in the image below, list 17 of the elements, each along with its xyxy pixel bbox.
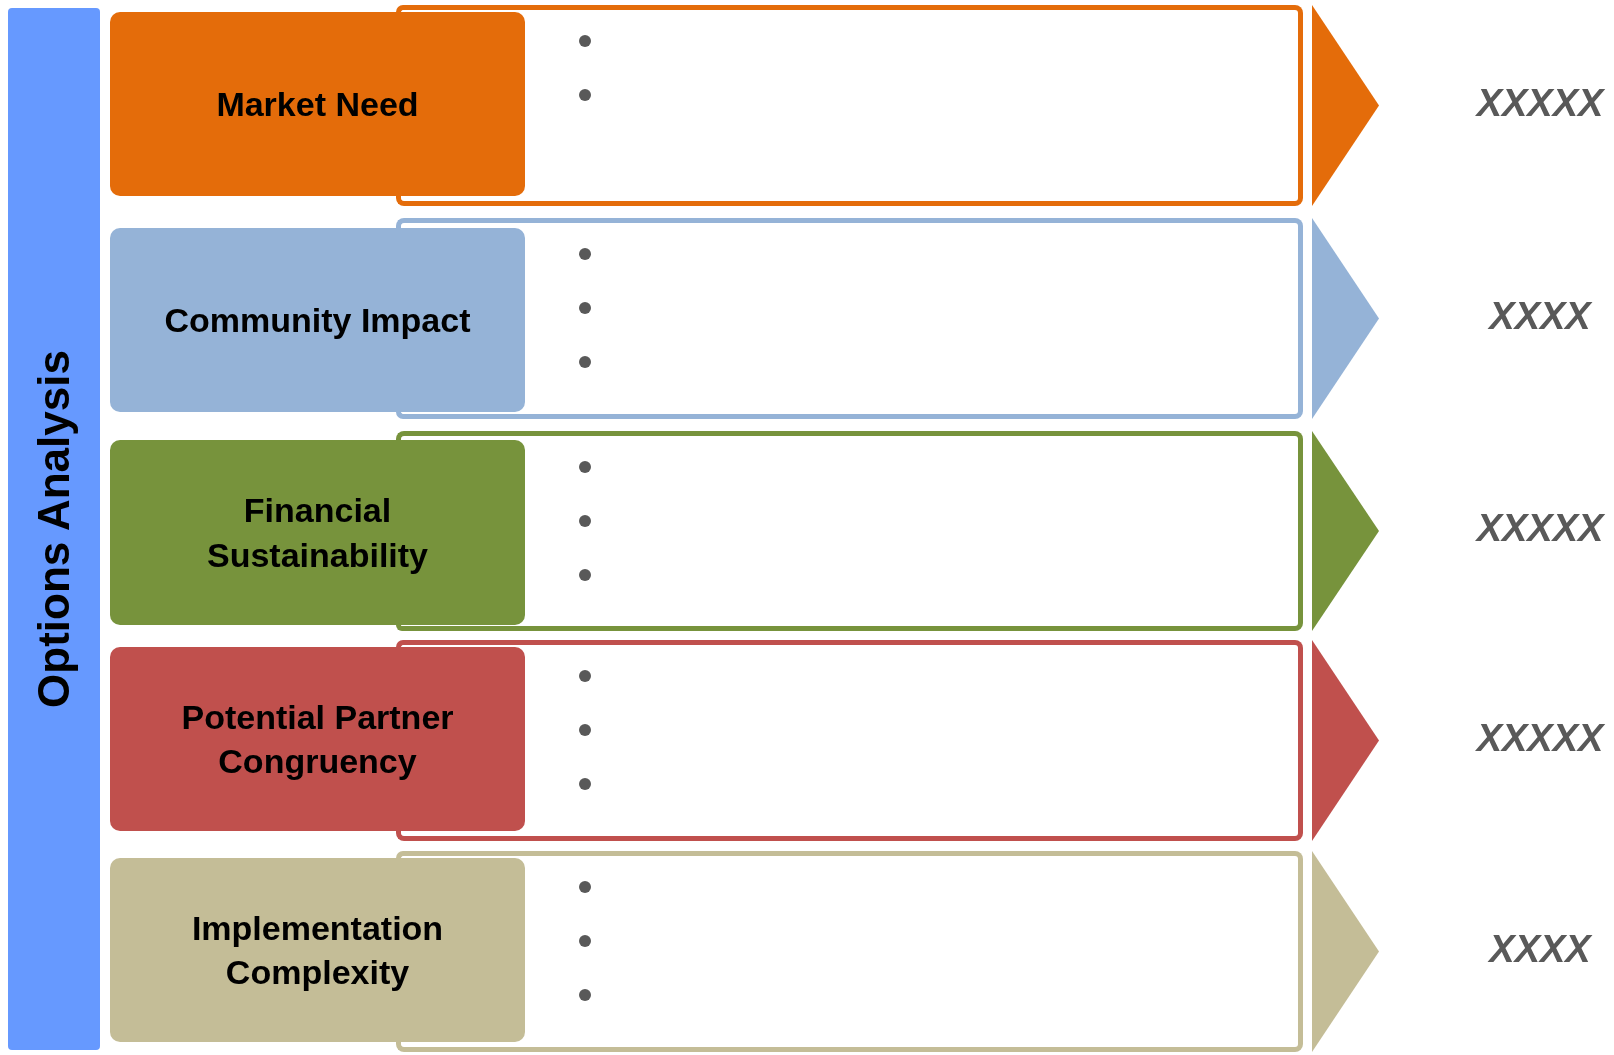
outline-box <box>525 218 1303 419</box>
outline-box <box>525 5 1303 206</box>
category-box: Community Impact <box>110 228 525 412</box>
category-box: Potential Partner Congruency <box>110 647 525 831</box>
outline-box <box>525 431 1303 631</box>
band-title: Options Analysis <box>29 350 79 708</box>
result-text: XXXXX <box>1476 507 1604 550</box>
result-text: XXXX <box>1489 294 1591 338</box>
category-box: Market Need <box>110 12 525 196</box>
category-box: Financial Sustainability <box>110 440 525 625</box>
category-box: Implementation Complexity <box>110 858 525 1042</box>
side-band <box>8 8 100 1050</box>
result-text: XXXX <box>1489 927 1591 971</box>
outline-box <box>525 851 1303 1052</box>
result-text: XXXXX <box>1476 81 1604 125</box>
result-text: XXXXX <box>1476 716 1604 760</box>
outline-box <box>525 640 1303 841</box>
